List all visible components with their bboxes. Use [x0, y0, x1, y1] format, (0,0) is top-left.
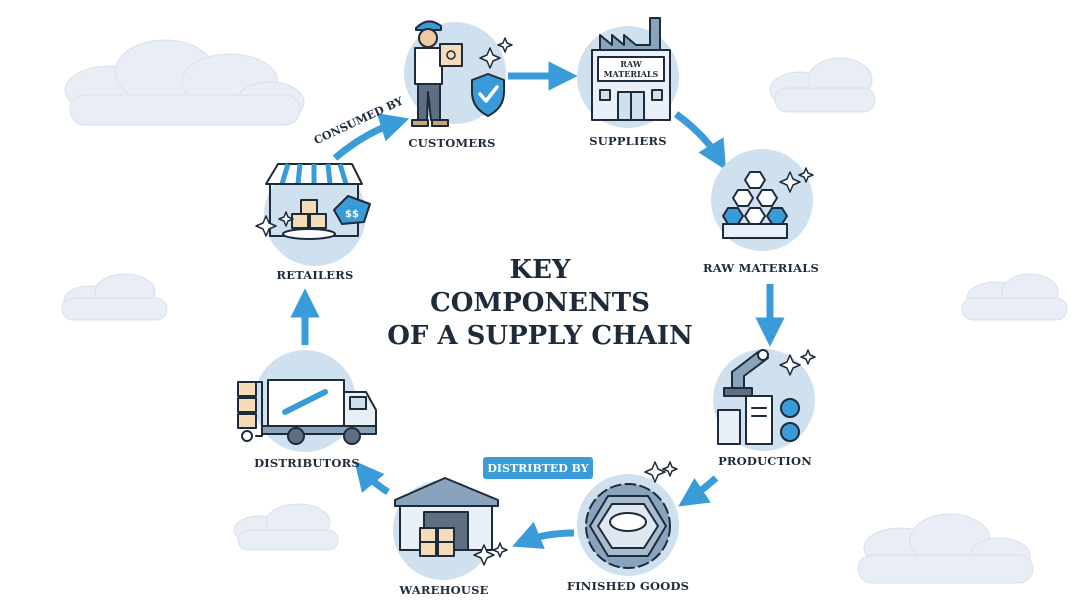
node-customers: CUSTOMERS: [404, 20, 513, 150]
sparkle-icon: [779, 171, 801, 193]
label-warehouse: WAREHOUSE: [398, 583, 488, 597]
label-suppliers: SUPPLIERS: [589, 134, 667, 148]
label-raw-materials: RAW MATERIALS: [703, 261, 819, 275]
arrow-finished-goods-to-warehouse: [512, 521, 575, 549]
node-suppliers: RAW MATERIALS SUPPLIERS: [577, 17, 679, 148]
arrow-warehouse-to-distributors: [354, 460, 390, 495]
node-production: PRODUCTION: [713, 349, 816, 468]
node-warehouse: WAREHOUSE: [393, 477, 508, 597]
price-tag-icon: $$: [333, 195, 371, 225]
sparkle-icon: [479, 47, 501, 69]
title-line-3: OF A SUPPLY CHAIN: [387, 321, 693, 351]
arrow-suppliers-to-raw-materials: [673, 111, 727, 171]
cloud-mid-right: [961, 273, 1068, 321]
sparkle-icon: [473, 544, 495, 566]
label-finished-goods: FINISHED GOODS: [567, 579, 689, 593]
title-line-1: KEY: [510, 255, 571, 285]
sparkle-icon: [644, 461, 666, 483]
title-line-2: COMPONENTS: [430, 288, 650, 318]
sparkle-icon: [798, 167, 814, 183]
delivery-truck-icon: [237, 379, 377, 445]
node-retailers: $$ RETAILERS: [255, 163, 371, 282]
edge-label-distributed-by: DISTRIBTED BY: [487, 462, 588, 475]
gear-nut-icon: [585, 483, 671, 569]
label-production: PRODUCTION: [718, 454, 812, 468]
diagram-title: KEY COMPONENTS OF A SUPPLY CHAIN: [387, 255, 693, 351]
customer-person-icon: [411, 20, 463, 127]
shop-awning-icon: [265, 163, 363, 240]
hexagon-blocks-icon: [722, 171, 788, 239]
node-raw-materials: RAW MATERIALS: [703, 149, 819, 275]
flow-arrows: [290, 61, 785, 549]
cloud-mid-left: [61, 273, 168, 321]
arrow-production-to-finished-goods: [678, 475, 719, 507]
factory-building-icon: RAW MATERIALS: [591, 17, 671, 121]
cloud-top-left: [64, 39, 305, 126]
node-distributors: DISTRIBUTORS: [237, 350, 377, 470]
cloud-top-right: [769, 57, 876, 113]
sparkle-icon: [255, 215, 277, 237]
sparkle-icon: [779, 354, 801, 376]
label-retailers: RETAILERS: [276, 268, 353, 282]
cloud-bottom-right: [857, 513, 1034, 584]
price-tag-text: $$: [345, 209, 359, 220]
node-finished-goods: FINISHED GOODS: [567, 461, 689, 593]
distributed-by-badge: DISTRIBTED BY: [483, 457, 593, 479]
cloud-bottom-left: [233, 503, 339, 551]
arrow-retailers-to-customers: [332, 113, 410, 161]
label-distributors: DISTRIBUTORS: [254, 456, 360, 470]
sparkle-icon: [800, 349, 816, 365]
label-customers: CUSTOMERS: [408, 136, 495, 150]
sparkle-icon: [492, 542, 508, 558]
sparkle-icon: [662, 461, 678, 477]
check-shield-icon: [471, 73, 505, 117]
robot-arm-icon: [717, 349, 800, 445]
sparkle-icon: [278, 211, 294, 227]
sign-line-1: RAW: [620, 59, 642, 69]
sparkle-icon: [497, 37, 513, 53]
warehouse-building-icon: [394, 477, 499, 557]
sign-line-2: MATERIALS: [604, 69, 659, 79]
